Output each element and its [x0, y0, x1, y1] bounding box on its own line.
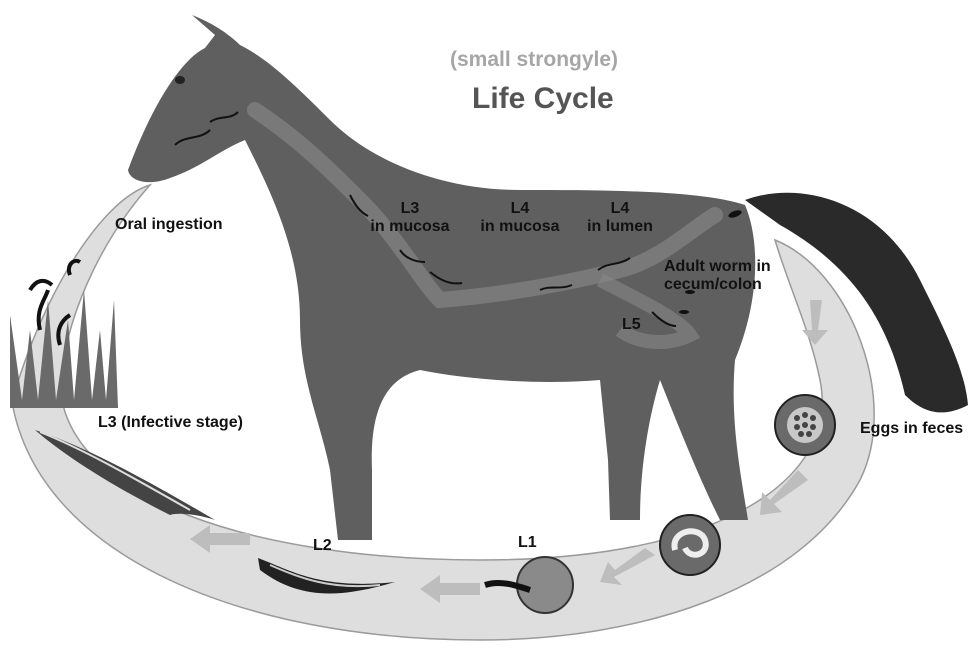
label-l4-lumen-location: in lumen: [585, 218, 655, 236]
label-l3-mucosa: L3 in mucosa: [370, 200, 450, 236]
horse-eye: [175, 76, 185, 84]
diagram-title: Life Cycle: [472, 82, 614, 116]
label-l5: L5: [622, 316, 641, 334]
label-adult-worm-line2: cecum/colon: [664, 276, 771, 294]
label-l3-infective: L3 (Infective stage): [98, 414, 243, 432]
diagram-subtitle: (small strongyle): [450, 48, 618, 72]
label-eggs-in-feces: Eggs in feces: [860, 420, 963, 438]
label-l4-mucosa-location: in mucosa: [475, 218, 565, 236]
label-l4-mucosa: L4 in mucosa: [475, 200, 565, 236]
label-l4-lumen: L4 in lumen: [585, 200, 655, 236]
label-l3-mucosa-stage: L3: [370, 200, 450, 218]
label-l2: L2: [313, 537, 332, 555]
embryonated-egg-illustration: [660, 515, 720, 575]
label-adult-worm: Adult worm in cecum/colon: [664, 258, 771, 294]
label-l4-mucosa-stage: L4: [475, 200, 565, 218]
egg-illustration: [775, 395, 835, 455]
horse-body: [128, 15, 755, 540]
label-l4-lumen-stage: L4: [585, 200, 655, 218]
label-l3-mucosa-location: in mucosa: [370, 218, 450, 236]
label-adult-worm-line1: Adult worm in: [664, 258, 771, 276]
label-l1: L1: [518, 534, 537, 552]
label-oral-ingestion: Oral ingestion: [115, 216, 223, 234]
